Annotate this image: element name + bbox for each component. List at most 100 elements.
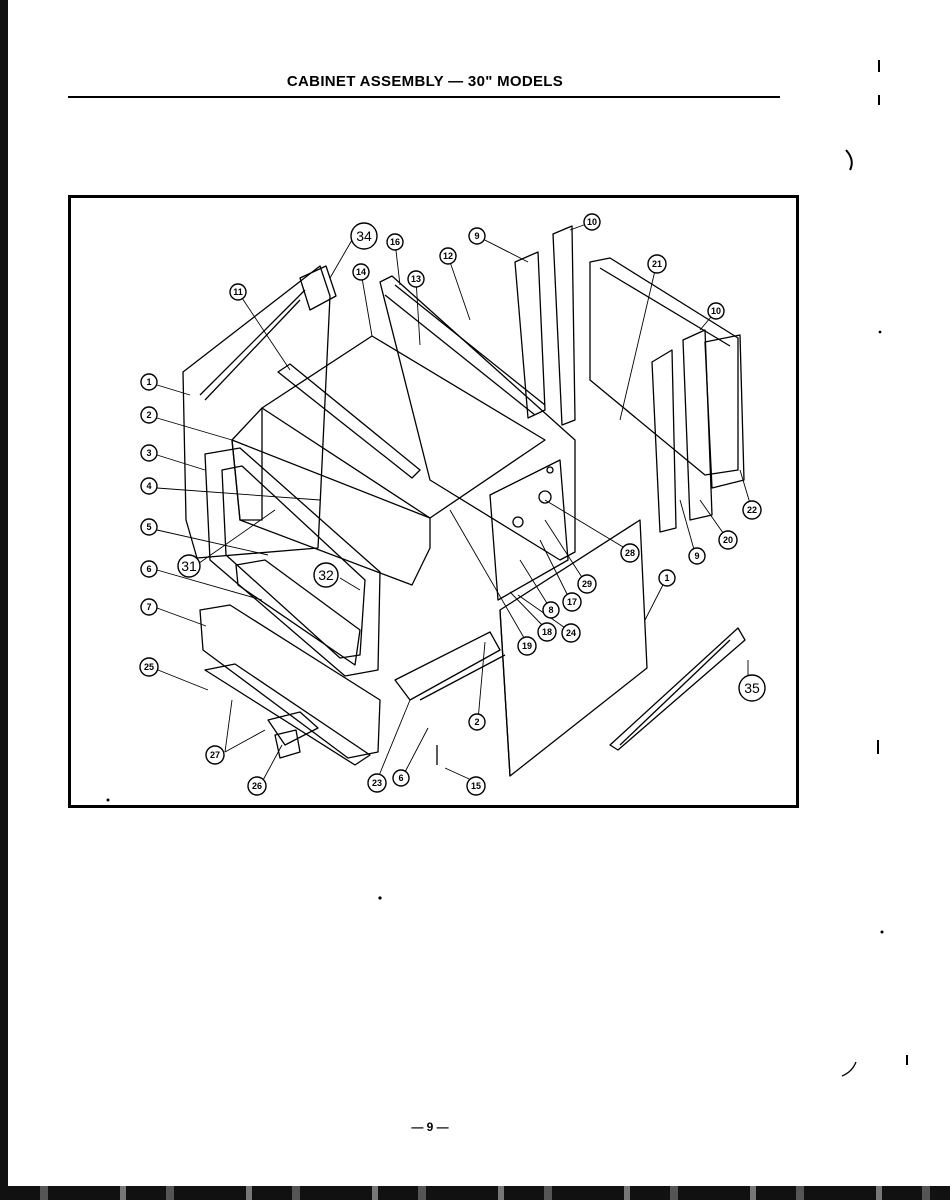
right-rail-rear [552, 225, 576, 426]
svg-text:27: 27 [210, 750, 220, 760]
lower-front-rail [394, 631, 501, 701]
callout-21: 21 [647, 254, 667, 274]
right-rail-front [682, 329, 713, 521]
svg-text:19: 19 [522, 641, 532, 651]
svg-text:8: 8 [548, 605, 553, 615]
svg-text:2: 2 [474, 717, 479, 727]
svg-text:17: 17 [567, 597, 577, 607]
broiler-opening [235, 559, 361, 666]
page-number: — 9 — [411, 1120, 449, 1134]
svg-text:13: 13 [411, 274, 421, 284]
svg-text:34: 34 [356, 228, 372, 244]
callout-5: 5 [140, 518, 158, 536]
callout-35: 35 [738, 674, 766, 702]
svg-text:6: 6 [398, 773, 403, 783]
callout-6-lower: 6 [392, 769, 410, 787]
svg-text:35: 35 [744, 680, 760, 696]
callout-9-lower: 9 [688, 547, 706, 565]
top-front-bar [277, 363, 421, 479]
callout-11: 11 [229, 283, 247, 301]
svg-text:32: 32 [318, 567, 334, 583]
callout-6-left: 6 [140, 560, 158, 578]
scan-bottom-edge [0, 1186, 950, 1200]
svg-text:18: 18 [542, 627, 552, 637]
svg-text:22: 22 [747, 505, 757, 515]
front-frame [204, 447, 381, 677]
callout-20: 20 [718, 530, 738, 550]
callout-2-lower: 2 [468, 713, 486, 731]
svg-text:10: 10 [587, 217, 597, 227]
callout-2-left: 2 [140, 406, 158, 424]
svg-text:4: 4 [146, 481, 151, 491]
scan-left-edge [0, 0, 8, 1200]
callout-1-right: 1 [658, 569, 676, 587]
callout-14: 14 [352, 263, 370, 281]
callout-3: 3 [140, 444, 158, 462]
callout-10-top: 10 [583, 213, 601, 231]
svg-text:29: 29 [582, 579, 592, 589]
callout-18: 18 [537, 622, 557, 642]
callout-1-left: 1 [140, 373, 158, 391]
svg-text:3: 3 [146, 448, 151, 458]
svg-text:16: 16 [390, 237, 400, 247]
callout-31: 31 [177, 554, 201, 578]
svg-text:21: 21 [652, 259, 662, 269]
control-bracket [489, 459, 569, 601]
page-title: CABINET ASSEMBLY — 30" MODELS [286, 73, 564, 90]
svg-text:24: 24 [566, 628, 576, 638]
callout-34: 34 [350, 222, 378, 250]
callout-23-lower: 23 [367, 773, 387, 793]
callout-26: 26 [247, 776, 267, 796]
rear-panel [589, 257, 739, 476]
callout-15-lower: 15 [466, 776, 486, 796]
svg-text:6: 6 [146, 564, 151, 574]
svg-text:28: 28 [625, 548, 635, 558]
svg-text:31: 31 [181, 558, 197, 574]
svg-text:2: 2 [146, 410, 151, 420]
top-rear-strip [299, 265, 337, 311]
svg-text:1: 1 [664, 573, 669, 583]
callout-32: 32 [313, 562, 339, 588]
svg-text:23: 23 [372, 778, 382, 788]
callout-29: 29 [577, 574, 597, 594]
callout-7: 7 [140, 598, 158, 616]
top-panel [261, 335, 546, 519]
callout-28: 28 [620, 543, 640, 563]
callout-10-right: 10 [707, 302, 725, 320]
callout-13: 13 [407, 270, 425, 288]
right-post [704, 334, 745, 489]
right-channel-rear [514, 251, 546, 419]
callout-19: 19 [517, 636, 537, 656]
kick-plate [199, 604, 381, 759]
callout-16: 16 [386, 233, 404, 251]
side-brace [609, 627, 746, 751]
callout-25: 25 [139, 657, 159, 677]
svg-text:5: 5 [146, 522, 151, 532]
svg-text:12: 12 [443, 251, 453, 261]
svg-text:26: 26 [252, 781, 262, 791]
right-channel-front [651, 349, 677, 533]
svg-text:7: 7 [146, 602, 151, 612]
scan-marks [106, 60, 908, 1077]
svg-text:15: 15 [471, 781, 481, 791]
callout-4: 4 [140, 477, 158, 495]
callout-9-top: 9 [468, 227, 486, 245]
back-panel [379, 275, 576, 561]
svg-text:25: 25 [144, 662, 154, 672]
svg-text:1: 1 [146, 377, 151, 387]
svg-text:10: 10 [711, 306, 721, 316]
svg-text:9: 9 [694, 551, 699, 561]
svg-text:9: 9 [474, 231, 479, 241]
callout-17: 17 [562, 592, 582, 612]
left-side-panel [182, 265, 331, 559]
diagram-frame [68, 195, 799, 808]
title-underline [68, 96, 780, 98]
callout-8: 8 [542, 601, 560, 619]
callout-12: 12 [439, 247, 457, 265]
svg-text:20: 20 [723, 535, 733, 545]
svg-text:11: 11 [233, 287, 243, 297]
callout-27: 27 [205, 745, 225, 765]
callout-22: 22 [742, 500, 762, 520]
